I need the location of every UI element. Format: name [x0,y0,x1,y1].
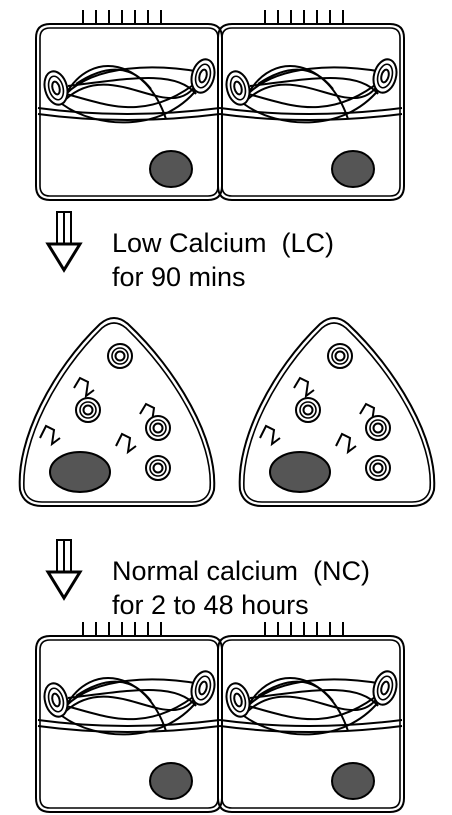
cell-left-rounded [20,318,215,506]
step-label-line1: Low Calcium (LC) [112,228,334,258]
vesicle-ring-icon [76,398,100,422]
step-normal-calcium: Normal calcium (NC) for 2 to 48 hours [48,540,370,620]
step-label-line2: for 2 to 48 hours [112,590,309,620]
desmosome-left-icon [41,69,71,108]
down-arrow-icon [48,540,80,598]
cell-right-polarized [218,10,404,200]
desmosome-left-icon [41,681,71,720]
cell-right-polarized [218,622,404,812]
step-label-line2: for 90 mins [112,262,246,292]
desmosome-left-icon [223,681,253,720]
cell-left-polarized [36,10,222,200]
stage-low-calcium [20,318,435,506]
step-label-line1: Normal calcium (NC) [112,556,370,586]
desmosome-left-icon [223,69,253,108]
down-arrow-icon [48,212,80,270]
vesicle-ring-icon [366,456,390,480]
cell-left-polarized [36,622,222,812]
stage-before [36,10,404,200]
vesicle-ring-icon [108,344,132,368]
vesicle-ring-icon [328,344,352,368]
vesicle-ring-icon [366,416,390,440]
vesicle-ring-icon [296,398,320,422]
vesicle-ring-icon [146,416,170,440]
step-low-calcium: Low Calcium (LC) for 90 mins [48,212,334,292]
cell-right-rounded [240,318,435,506]
stage-after [36,622,404,812]
vesicle-ring-icon [146,456,170,480]
